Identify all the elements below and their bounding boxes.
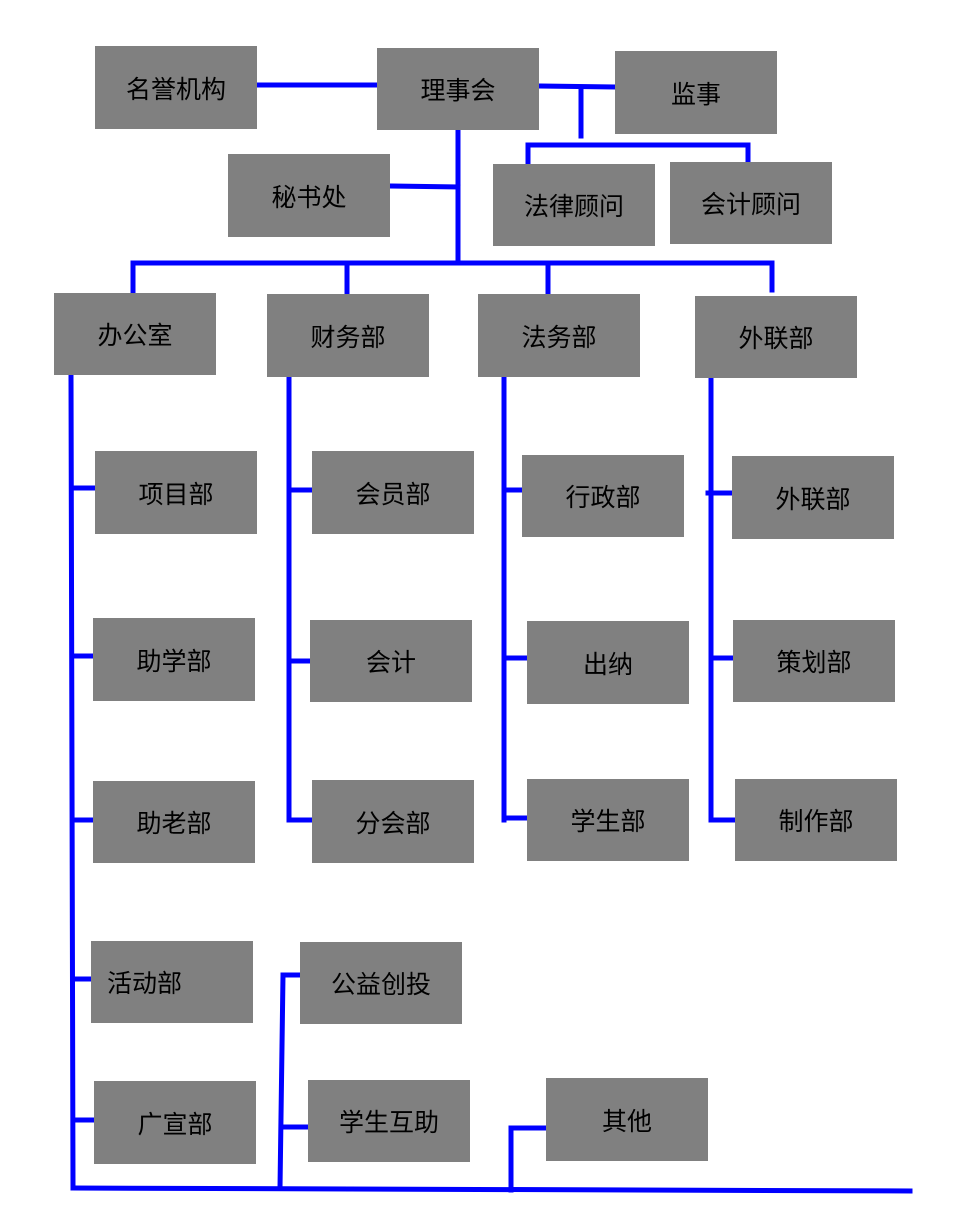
node-projects: 项目部 xyxy=(95,451,257,534)
node-admin: 行政部 xyxy=(522,455,684,537)
node-secretariat: 秘书处 xyxy=(228,154,390,237)
node-planning: 策划部 xyxy=(733,620,895,702)
node-legal: 法务部 xyxy=(478,294,640,377)
node-study-aid: 助学部 xyxy=(93,618,255,701)
node-finance: 财务部 xyxy=(267,294,429,377)
node-branch: 分会部 xyxy=(312,780,474,863)
node-cashier: 出纳 xyxy=(527,621,689,704)
node-honor: 名誉机构 xyxy=(95,46,257,129)
node-venture: 公益创投 xyxy=(300,942,462,1024)
node-external-sub: 外联部 xyxy=(732,456,894,539)
node-other: 其他 xyxy=(546,1078,708,1161)
node-accounting: 会计 xyxy=(310,620,472,702)
node-members: 会员部 xyxy=(312,451,474,534)
node-elder-aid: 助老部 xyxy=(93,781,255,863)
node-students: 学生部 xyxy=(527,779,689,861)
node-student-mutual: 学生互助 xyxy=(308,1080,470,1162)
node-publicity: 广宣部 xyxy=(94,1081,256,1164)
node-accounting-advisor: 会计顾问 xyxy=(670,162,832,244)
node-legal-advisor: 法律顾问 xyxy=(493,164,655,246)
node-activities: 活动部 xyxy=(91,941,253,1023)
node-external: 外联部 xyxy=(695,296,857,378)
node-supervisor: 监事 xyxy=(615,51,777,134)
node-board: 理事会 xyxy=(377,48,539,130)
node-production: 制作部 xyxy=(735,779,897,861)
node-office: 办公室 xyxy=(54,293,216,375)
